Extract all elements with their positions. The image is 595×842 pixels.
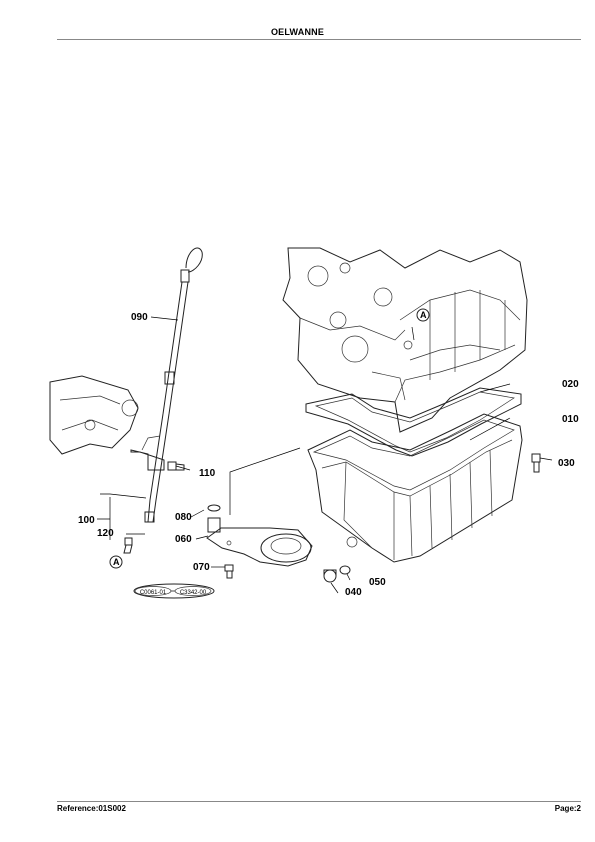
callout-060: 060 [175, 534, 192, 545]
reference-mark-a-lower: A [109, 555, 123, 569]
engine-block [282, 247, 528, 433]
callout-020: 020 [562, 379, 579, 390]
callout-110: 110 [199, 468, 216, 479]
reference-mark-a-upper: A [416, 308, 430, 322]
header-divider [57, 39, 581, 40]
drain-plug [323, 536, 358, 583]
callout-040: 040 [345, 587, 362, 598]
callout-050: 050 [369, 577, 386, 588]
callout-030: 030 [558, 458, 575, 469]
part-tag-c3342: C3342-00 [180, 590, 207, 596]
callout-010: 010 [562, 414, 579, 425]
oil-pan [307, 413, 523, 563]
footer-reference: Reference:01S002 [57, 804, 126, 813]
svg-text:A: A [420, 310, 427, 320]
fitting-120 [123, 537, 133, 554]
oil-pan-gasket [305, 387, 522, 457]
dipstick-and-guide [130, 247, 203, 523]
callout-120: 120 [97, 528, 114, 539]
part-number-tags: C0061-01 C3342-00 [133, 583, 215, 599]
callout-100: 100 [78, 515, 95, 526]
callout-080: 080 [175, 512, 192, 523]
footer-page-number: Page:2 [554, 804, 581, 813]
leader-lines [97, 316, 553, 594]
bolt-030 [531, 453, 541, 473]
callout-090: 090 [131, 312, 148, 323]
page-title: OELWANNE [270, 27, 325, 37]
footer-divider [57, 801, 581, 802]
callout-070: 070 [193, 562, 210, 573]
part-tag-c0061: C0061-01 [140, 590, 167, 596]
engine-block-left [49, 375, 139, 455]
bolt-070 [224, 564, 234, 579]
svg-text:A: A [113, 557, 120, 567]
oil-strainer [206, 504, 313, 567]
